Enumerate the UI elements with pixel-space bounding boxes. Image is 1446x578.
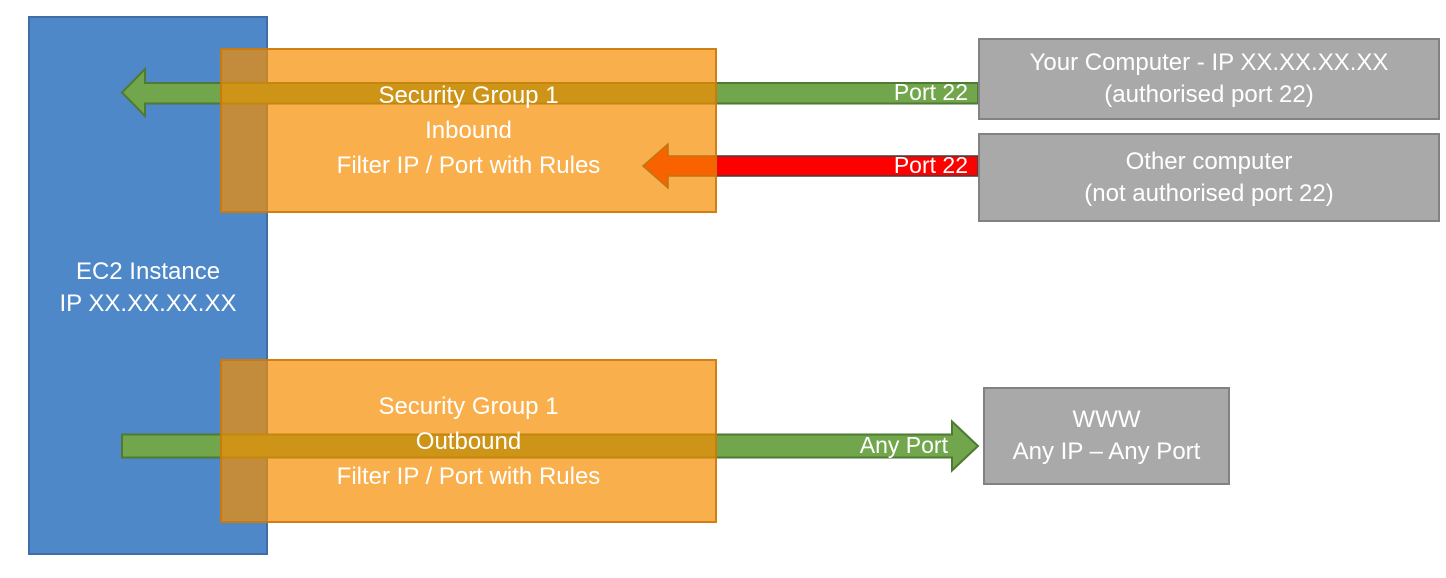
www-note: Any IP – Any Port <box>1012 438 1201 465</box>
sg-inbound-direction: Inbound <box>425 117 512 144</box>
sg-inbound-name: Security Group 1 <box>378 82 559 109</box>
your-computer-title: Your Computer - IP XX.XX.XX.XX <box>1029 49 1389 76</box>
inbound-allowed-port-label: Port 22 <box>893 79 968 105</box>
security-group-inbound-box: Security Group 1 Inbound Filter IP / Por… <box>220 48 717 213</box>
other-computer-box: Other computer (not authorised port 22) <box>978 133 1440 222</box>
sg-outbound-direction: Outbound <box>415 427 522 455</box>
security-group-outbound-box: Security Group 1 Outbound Filter IP / Po… <box>220 359 717 523</box>
sg-outbound-rule: Filter IP / Port with Rules <box>336 462 601 490</box>
other-computer-title: Other computer <box>1125 147 1293 175</box>
ec2-instance-ip: IP XX.XX.XX.XX <box>59 290 237 317</box>
www-box: WWW Any IP – Any Port <box>983 387 1230 485</box>
outbound-port-label: Any Port <box>859 432 948 458</box>
ec2-instance-label: EC2 Instance IP XX.XX.XX.XX <box>28 256 268 320</box>
www-title: WWW <box>1072 406 1141 433</box>
inbound-blocked-port-label: Port 22 <box>893 152 968 178</box>
your-computer-note: (authorised port 22) <box>1104 81 1314 108</box>
sg-inbound-rule: Filter IP / Port with Rules <box>336 152 601 179</box>
ec2-instance-name: EC2 Instance <box>75 258 221 285</box>
other-computer-note: (not authorised port 22) <box>1084 179 1334 207</box>
sg-outbound-name: Security Group 1 <box>378 392 559 420</box>
your-computer-box: Your Computer - IP XX.XX.XX.XX (authoris… <box>978 38 1440 120</box>
